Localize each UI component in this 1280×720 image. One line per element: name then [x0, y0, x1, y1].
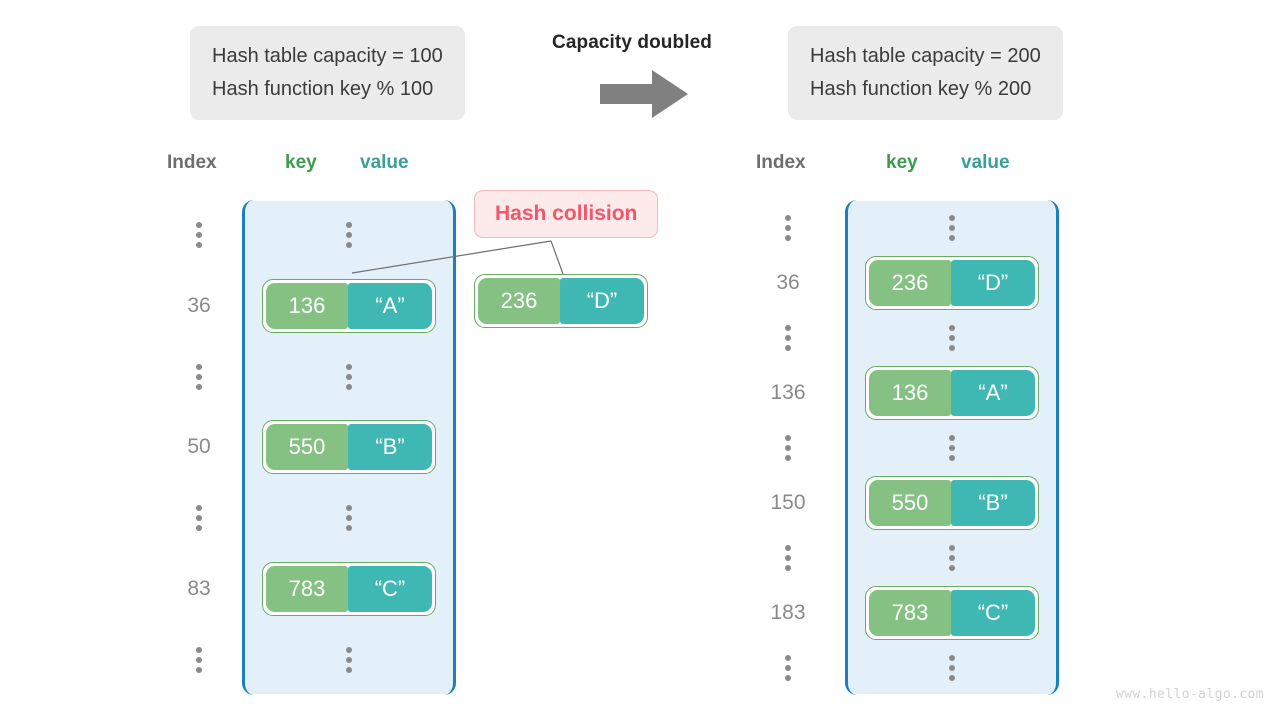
floating-entry-collision: 236 “D” — [474, 274, 648, 328]
hash-collision-badge: Hash collision — [474, 190, 659, 238]
index-column-after: 36 136 150 183 — [757, 200, 819, 695]
index-label: 150 — [770, 490, 806, 514]
entry-key: 236 — [478, 278, 560, 324]
vertical-ellipsis-icon — [346, 222, 352, 249]
index-label: 36 — [187, 294, 211, 318]
capacity-line-before: Hash table capacity = 100 — [212, 45, 443, 67]
entry-key: 783 — [266, 565, 348, 612]
vertical-ellipsis-icon — [785, 324, 791, 351]
key-value-pair: 136“A” — [262, 279, 436, 334]
table-row: 136“A” — [845, 365, 1059, 420]
index-ellipsis — [757, 530, 819, 585]
hash-function-line-before: Hash function key % 100 — [212, 78, 434, 100]
index-label: 83 — [187, 576, 211, 600]
vertical-ellipsis-icon — [785, 544, 791, 571]
capacity-doubled-label: Capacity doubled — [552, 32, 712, 53]
index-ellipsis — [168, 624, 230, 695]
hash-function-line-after: Hash function key % 200 — [810, 78, 1032, 100]
bucket-ellipsis — [845, 640, 1059, 695]
key-header-after: key — [886, 152, 918, 173]
bucket-ellipsis — [845, 530, 1059, 585]
value-header-before: value — [360, 152, 409, 173]
rows-before: 136“A” 550“B” 783“C” — [242, 200, 456, 695]
entry-key: 236 — [869, 259, 951, 306]
rows-after: 236“D” 136“A” 550“B” 783“C” — [845, 200, 1059, 695]
watermark: www.hello-algo.com — [1115, 687, 1264, 702]
bucket-ellipsis — [845, 310, 1059, 365]
vertical-ellipsis-icon — [346, 646, 352, 673]
key-value-pair: 783“C” — [865, 585, 1039, 640]
key-header-before: key — [285, 152, 317, 173]
vertical-ellipsis-icon — [949, 214, 955, 241]
entry-value: “C” — [951, 589, 1035, 636]
entry-value: “A” — [951, 369, 1035, 416]
bucket-ellipsis — [845, 200, 1059, 255]
bucket-ellipsis — [845, 420, 1059, 475]
entry-value: “C” — [348, 565, 432, 612]
vertical-ellipsis-icon — [196, 222, 202, 249]
index-ellipsis — [168, 483, 230, 554]
index-label: 36 — [776, 270, 800, 294]
table-row: 236“D” — [845, 255, 1059, 310]
capacity-info-after: Hash table capacity = 200 Hash function … — [788, 26, 1063, 120]
bucket-ellipsis — [242, 483, 456, 554]
entry-key: 136 — [869, 369, 951, 416]
entry-key: 136 — [266, 283, 348, 330]
index-label: 183 — [770, 600, 806, 624]
entry-key: 783 — [869, 589, 951, 636]
index-label: 50 — [187, 435, 211, 459]
index-header-before: Index — [167, 152, 217, 173]
index-ellipsis — [757, 420, 819, 475]
index-ellipsis — [168, 200, 230, 271]
table-row: 136“A” — [242, 271, 456, 342]
table-row: 550“B” — [242, 412, 456, 483]
vertical-ellipsis-icon — [785, 654, 791, 681]
entry-value: “D” — [951, 259, 1035, 306]
vertical-ellipsis-icon — [785, 214, 791, 241]
entry-value: “B” — [348, 424, 432, 471]
table-row: 783“C” — [242, 554, 456, 625]
bucket-ellipsis — [242, 200, 456, 271]
arrow-right-icon — [600, 70, 688, 123]
key-value-pair: 550“B” — [262, 420, 436, 475]
vertical-ellipsis-icon — [949, 654, 955, 681]
bucket-ellipsis — [242, 341, 456, 412]
entry-value: “A” — [348, 283, 432, 330]
index-label: 136 — [770, 380, 806, 404]
vertical-ellipsis-icon — [196, 646, 202, 673]
index-header-after: Index — [756, 152, 806, 173]
key-value-pair: 236“D” — [865, 255, 1039, 310]
vertical-ellipsis-icon — [346, 505, 352, 532]
vertical-ellipsis-icon — [785, 434, 791, 461]
index-ellipsis — [757, 640, 819, 695]
table-row: 783“C” — [845, 585, 1059, 640]
table-row: 550“B” — [845, 475, 1059, 530]
entry-key: 550 — [869, 479, 951, 526]
vertical-ellipsis-icon — [196, 363, 202, 390]
capacity-info-before: Hash table capacity = 100 Hash function … — [190, 26, 465, 120]
entry-value: “D” — [560, 278, 644, 324]
key-value-pair: 550“B” — [865, 475, 1039, 530]
entry-value: “B” — [951, 479, 1035, 526]
key-value-pair: 783“C” — [262, 561, 436, 616]
index-ellipsis — [757, 200, 819, 255]
vertical-ellipsis-icon — [949, 434, 955, 461]
vertical-ellipsis-icon — [949, 544, 955, 571]
value-header-after: value — [961, 152, 1010, 173]
index-ellipsis — [168, 341, 230, 412]
bucket-ellipsis — [242, 624, 456, 695]
index-ellipsis — [757, 310, 819, 365]
vertical-ellipsis-icon — [949, 324, 955, 351]
vertical-ellipsis-icon — [196, 505, 202, 532]
entry-key: 550 — [266, 424, 348, 471]
capacity-line-after: Hash table capacity = 200 — [810, 45, 1041, 67]
index-column-before: 36 50 83 — [168, 200, 230, 695]
key-value-pair: 136“A” — [865, 365, 1039, 420]
vertical-ellipsis-icon — [346, 363, 352, 390]
